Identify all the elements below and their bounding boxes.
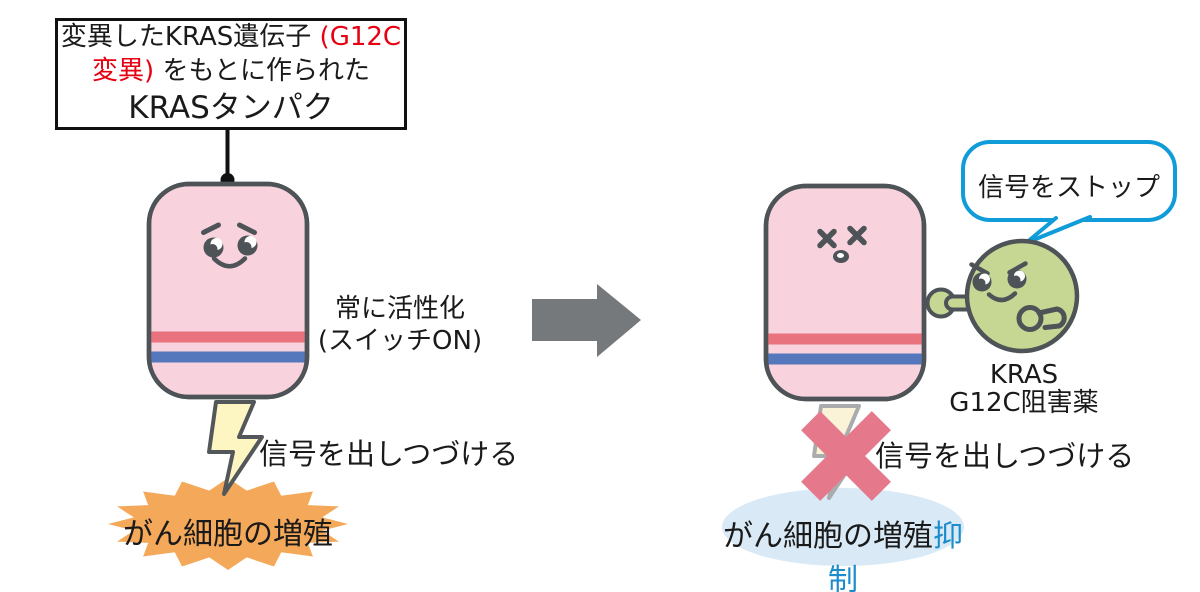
x-mark-icon bbox=[801, 411, 891, 501]
signal-label-left: 信号を出しつづける bbox=[259, 437, 519, 471]
activation-status-label: 常に活性化 (スイッチON) bbox=[317, 294, 483, 356]
drug-hand-wrench bbox=[1016, 305, 1067, 332]
signal-label-right: 信号を出しつづける bbox=[875, 439, 1135, 473]
starburst-shape bbox=[108, 478, 348, 570]
stop-signal-label: 信号をストップ bbox=[977, 173, 1160, 203]
result-ellipse bbox=[722, 488, 964, 566]
drug-name-label: KRAS G12C阻害薬 bbox=[949, 360, 1099, 418]
suppression-label: がん細胞の増殖抑制 bbox=[723, 519, 963, 592]
proliferation-label: がん細胞の増殖 bbox=[123, 517, 333, 552]
drug-face bbox=[969, 261, 1028, 303]
connector-line bbox=[220, 126, 235, 187]
cancer-cell-character-inhibited bbox=[763, 183, 927, 402]
drug-character bbox=[925, 238, 1080, 354]
arrow-right-icon bbox=[532, 284, 641, 357]
header-line-3: KRASタンパク bbox=[128, 90, 334, 126]
lightning-icon bbox=[207, 400, 264, 496]
header-line-2: 変異) をもとに作られた bbox=[92, 56, 370, 86]
drug-body bbox=[964, 238, 1080, 354]
header-line-1: 変異したKRAS遺伝子 (G12C bbox=[60, 22, 402, 52]
mutated-kras-gene-label: 変異したKRAS遺伝子 (G12C 変異) をもとに作られた KRASタンパク bbox=[55, 18, 407, 130]
membrane-stripes bbox=[149, 331, 307, 363]
angry-face bbox=[201, 222, 258, 269]
membrane-stripes bbox=[766, 333, 924, 365]
dead-face bbox=[817, 225, 867, 263]
cancer-cell-character-active bbox=[146, 181, 310, 400]
